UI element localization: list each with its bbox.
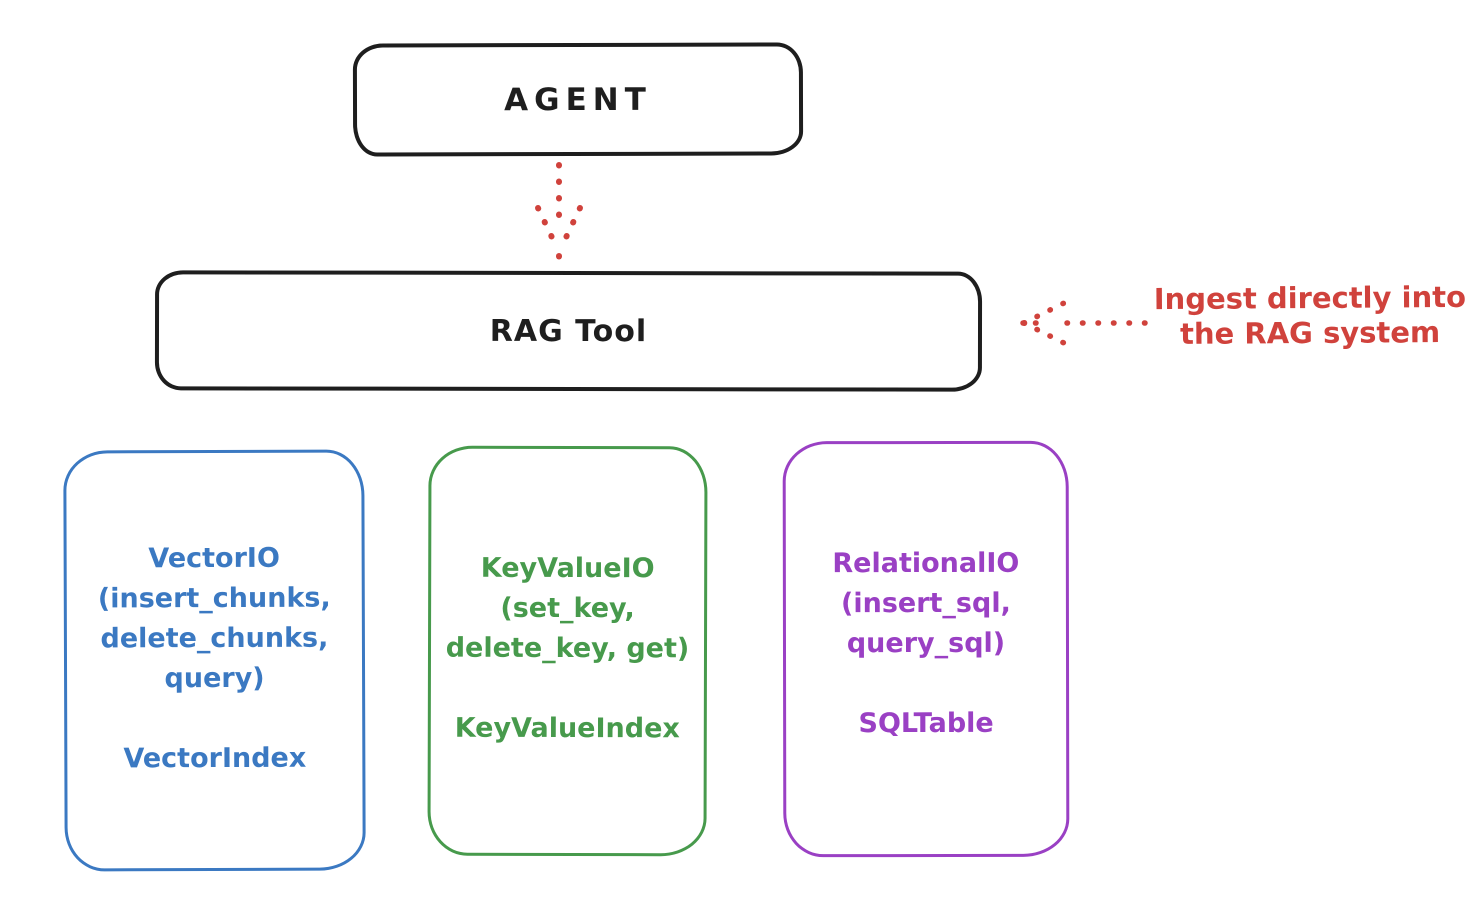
ingest-annotation-arrow [1020,300,1148,346]
agent-to-rag-arrow [535,162,583,260]
backend-box-vector-io: VectorIO (insert_chunks, delete_chunks, … [63,449,366,872]
rag-tool-box: RAG Tool [154,270,983,392]
spacer [833,664,1020,704]
backend-index-label: KeyValueIndex [454,712,680,745]
backend-methods-line: delete_key, get) [445,632,690,665]
ingest-annotation-line: the RAG system [1179,315,1441,351]
backend-index-label: VectorIndex [123,742,307,775]
backend-methods-line: delete_chunks, [100,622,329,655]
backend-box-key-value-io: KeyValueIO (set_key, delete_key, get) Ke… [427,445,708,857]
backend-methods-line: query) [164,662,265,695]
spacer [446,669,690,710]
backend-methods-line: (set_key, [500,592,635,625]
backend-methods-line: query_sql) [846,627,1006,660]
backend-methods-line: (insert_sql, [840,587,1011,620]
backend-title: KeyValueIO [480,552,655,585]
agent-label: AGENT [504,81,652,118]
backend-title: VectorIO [148,542,280,575]
ingest-annotation-line: Ingest directly into [1153,279,1467,317]
backend-text-key-value-io: KeyValueIO (set_key, delete_key, get) Ke… [445,549,690,750]
backend-text-vector-io: VectorIO (insert_chunks, delete_chunks, … [98,539,332,780]
backend-title: RelationalIO [832,547,1020,580]
agent-box: AGENT [352,42,804,157]
rag-tool-label: RAG Tool [489,313,648,349]
backend-index-label: SQLTable [858,707,994,740]
spacer [98,699,331,740]
ingest-annotation: Ingest directly into the RAG system [1140,280,1480,352]
backend-text-relational-io: RelationalIO (insert_sql, query_sql) SQL… [832,544,1019,744]
backend-box-relational-io: RelationalIO (insert_sql, query_sql) SQL… [782,440,1070,858]
backend-methods-line: (insert_chunks, [97,582,331,615]
